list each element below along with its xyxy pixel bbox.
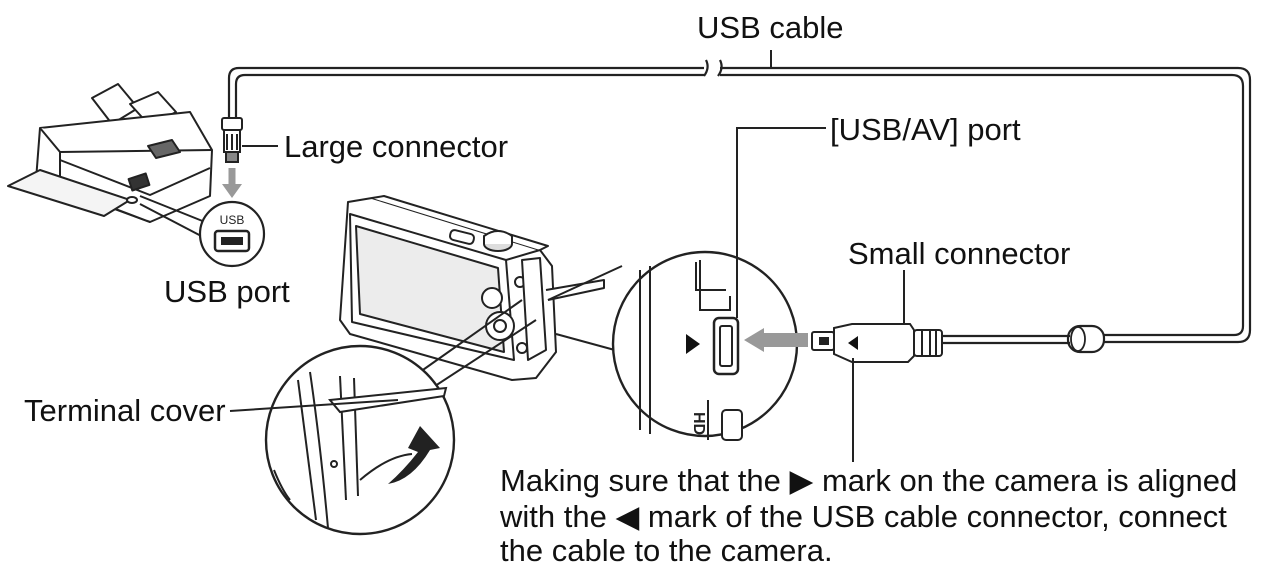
small-connector-label: Small connector: [848, 236, 1070, 271]
instruction-line-1: Making sure that the ▶ mark on the camer…: [500, 463, 1237, 498]
hdmi-text: HD: [690, 412, 707, 435]
printer-illustration: [7, 83, 213, 223]
camera-illustration: [339, 195, 605, 381]
usb-port-label: USB port: [164, 274, 290, 309]
usb-av-port-label: [USB/AV] port: [830, 112, 1021, 147]
usb-av-port-magnifier: HD: [611, 250, 799, 441]
open-cover-arrow: [388, 426, 440, 484]
large-connector-label: Large connector: [284, 129, 508, 164]
terminal-cover-magnifier: [264, 344, 456, 536]
printer-usb-text: USB: [220, 213, 245, 227]
usb-cable: [227, 59, 1252, 344]
usb-av-port-leader: [736, 127, 826, 318]
instruction-line-2: with the ◀ mark of the USB cable connect…: [499, 499, 1227, 534]
terminal-cover-leader: [229, 399, 399, 412]
small-connector: [811, 323, 943, 363]
connector-align-mark-icon: [848, 336, 858, 350]
usb-port-magnifier: USB: [198, 200, 266, 268]
terminal-cover-label: Terminal cover: [24, 393, 226, 428]
usb-cable-label: USB cable: [697, 10, 843, 45]
camera-align-mark-icon: [686, 334, 700, 354]
large-connector-arrowhead: [222, 184, 242, 198]
insert-arrowhead: [744, 328, 764, 352]
cable-to-small-connector: [940, 334, 1070, 345]
ferrite-core: [1066, 324, 1106, 354]
large-connector: [221, 117, 243, 163]
instruction-line-3: the cable to the camera.: [500, 533, 833, 567]
magnifier-leaders: [419, 265, 623, 389]
